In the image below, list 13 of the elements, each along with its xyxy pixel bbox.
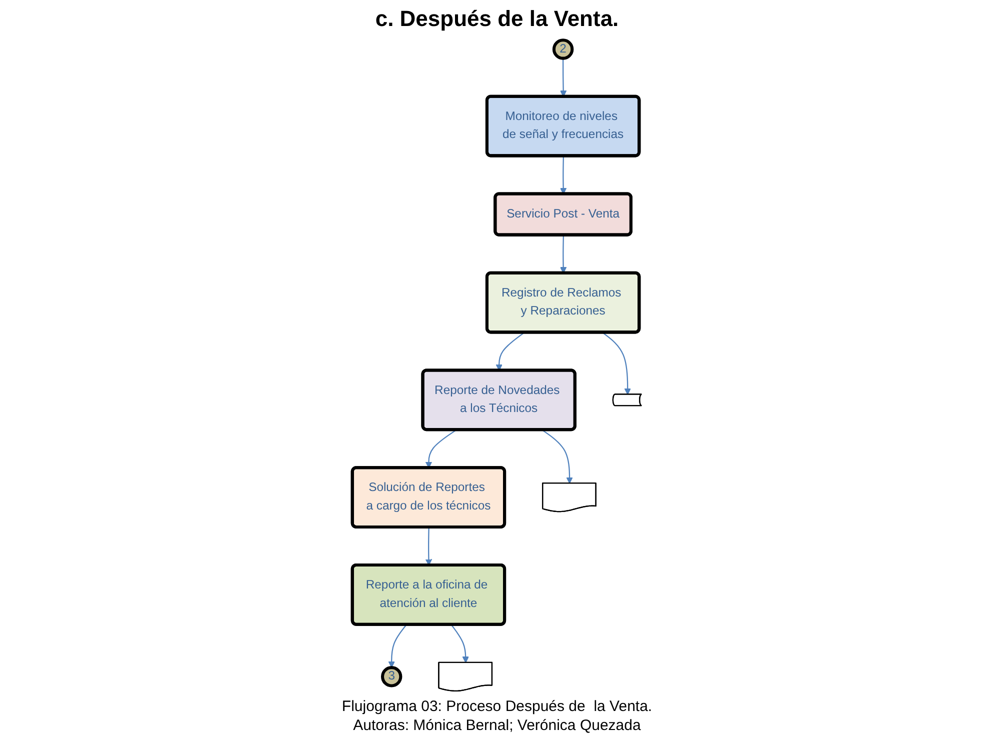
arrow [425,429,457,468]
credit-note: Autoras: Mónica Bernal; Verónica Quezada [353,717,641,734]
arrow [496,332,525,371]
arrow [425,527,432,566]
arrow [450,624,469,664]
title: c. Después de la Venta. [375,6,619,32]
node-circle: 3 [380,666,402,688]
node-circle: 2 [552,38,574,60]
caption: Flujograma 03: Proceso Después de la Venta. [342,698,652,715]
arrow [388,624,407,668]
arrow [560,156,567,194]
arrow [542,430,573,484]
arrow [602,332,631,395]
